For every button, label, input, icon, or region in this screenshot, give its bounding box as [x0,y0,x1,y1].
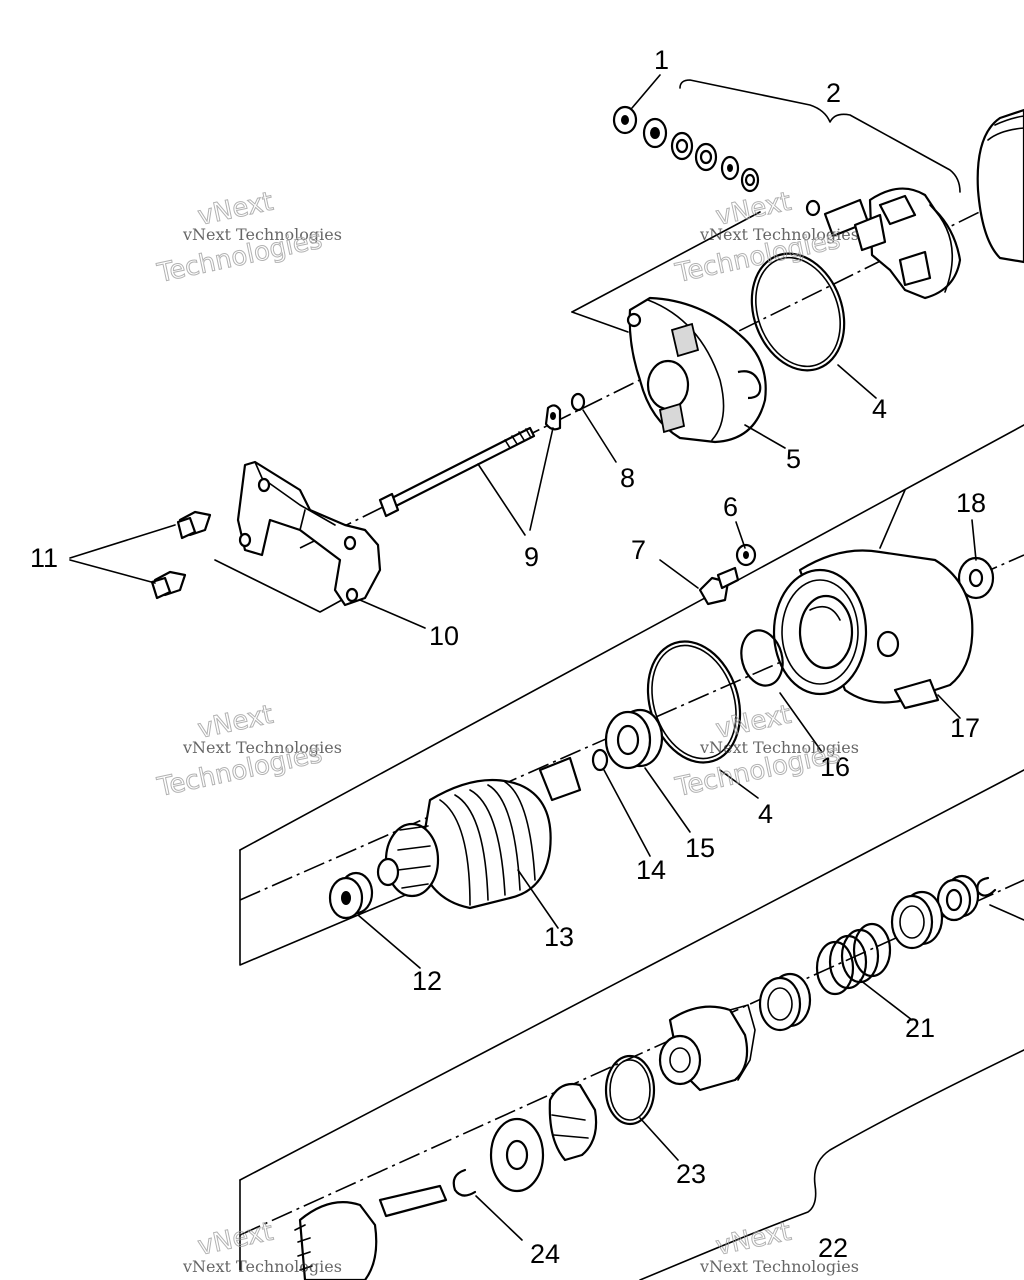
bolt-7 [698,566,740,606]
snap-ring-top [976,876,997,897]
watermark-line: vNext Technologies [182,738,342,757]
callout-10: 10 [429,621,459,651]
through-bolt [378,404,562,518]
callout-22: 22 [818,1233,848,1263]
washer-14 [591,748,609,772]
watermark-top-right: vNext vNext Technologies Technologies [672,186,859,289]
rear-end-cover [626,296,767,444]
bracket-bolts [150,510,212,600]
watermark-mid-left: vNext vNext Technologies Technologies [154,699,342,803]
callout-5: 5 [786,444,801,474]
callout-1: 1 [654,45,669,75]
thrust-washer [489,1117,545,1193]
callout-11: 11 [30,543,58,573]
watermark-line: vNext Technologies [182,225,342,244]
snap-ring-24 [452,1168,477,1197]
callout-9: 9 [524,542,539,572]
callout-numbers: 1 2 4 5 8 9 6 7 18 11 10 16 17 4 15 14 1… [30,45,986,1269]
return-spring [815,922,892,996]
watermark-line: vNext Technologies [699,738,859,757]
split-collar [548,1082,598,1162]
nut-and-washer-stack [612,105,760,193]
front-housing [772,549,974,710]
leader-lines [69,74,1024,1241]
brush-holder-assembly [805,187,962,300]
watermark-line: vNext Technologies [699,1257,859,1276]
bearing-15 [604,708,664,770]
watermark-top-left: vNext vNext Technologies Technologies [154,186,342,289]
bushing-12 [328,871,374,920]
callout-4a: 4 [872,394,887,424]
callout-21: 21 [905,1013,935,1043]
callout-12: 12 [412,966,442,996]
callout-4b: 4 [758,799,773,829]
watermark-line: vNext Technologies [182,1257,342,1276]
spring-holder [890,890,944,950]
motor-yoke [976,108,1024,264]
watermark-word: vNext [195,1217,276,1262]
watermark-line: vNext Technologies [699,225,859,244]
seal-ring-8 [570,392,586,412]
callout-24: 24 [530,1239,560,1269]
callout-7: 7 [631,535,646,565]
watermark-word: vNext [713,1217,794,1262]
callout-15: 15 [685,833,715,863]
ring-23 [604,1054,656,1126]
callout-23: 23 [676,1159,706,1189]
callout-2: 2 [826,78,841,108]
drive-shaft-gear [294,1184,448,1280]
oil-seal-16 [740,629,784,687]
mounting-bracket [236,460,382,607]
o-ring-upper [750,252,846,372]
collar [936,874,980,922]
callout-6: 6 [723,492,738,522]
callout-16: 16 [820,752,850,782]
callout-18: 18 [956,488,986,518]
pinion-clutch [658,1004,756,1092]
watermark-mid-right: vNext vNext Technologies Technologies [672,699,859,803]
callout-8: 8 [620,463,635,493]
callout-17: 17 [950,713,980,743]
callout-14: 14 [636,855,666,885]
armature [376,756,582,910]
callout-13: 13 [544,922,574,952]
sleeve [758,972,812,1032]
